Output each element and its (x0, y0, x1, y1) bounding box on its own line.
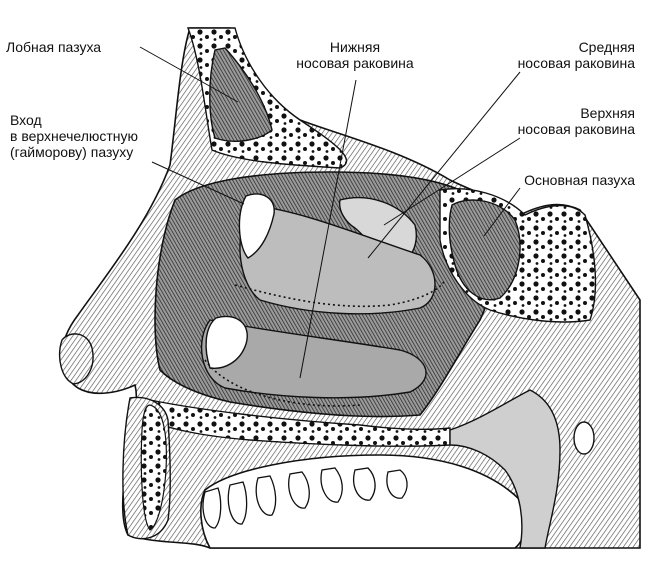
label-maxillary-entry: Вход в верхнечелюстную (гайморову) пазух… (10, 112, 139, 160)
concha-fold-lower (205, 315, 248, 369)
soft-palate (449, 389, 561, 549)
leader-lines (139, 46, 521, 379)
nostril (58, 333, 94, 385)
label-sphenoid-sinus: Основная пазуха (524, 172, 635, 188)
label-middle-concha: Средняя носовая раковина (517, 39, 635, 71)
incisor (140, 404, 167, 531)
sphenoid-sinus (448, 199, 521, 301)
oral-cavity (200, 454, 527, 549)
label-superior-concha: Верхняя носовая раковина (517, 105, 635, 137)
label-inferior-concha: Нижняя носовая раковина (296, 39, 414, 71)
label-frontal-sinus: Лобная пазуха (6, 39, 102, 55)
middle-concha (239, 204, 436, 315)
maxillary-opening (238, 193, 275, 259)
frontal-sinus (209, 47, 273, 142)
upper-teeth (202, 467, 408, 529)
inferior-concha (200, 319, 427, 399)
